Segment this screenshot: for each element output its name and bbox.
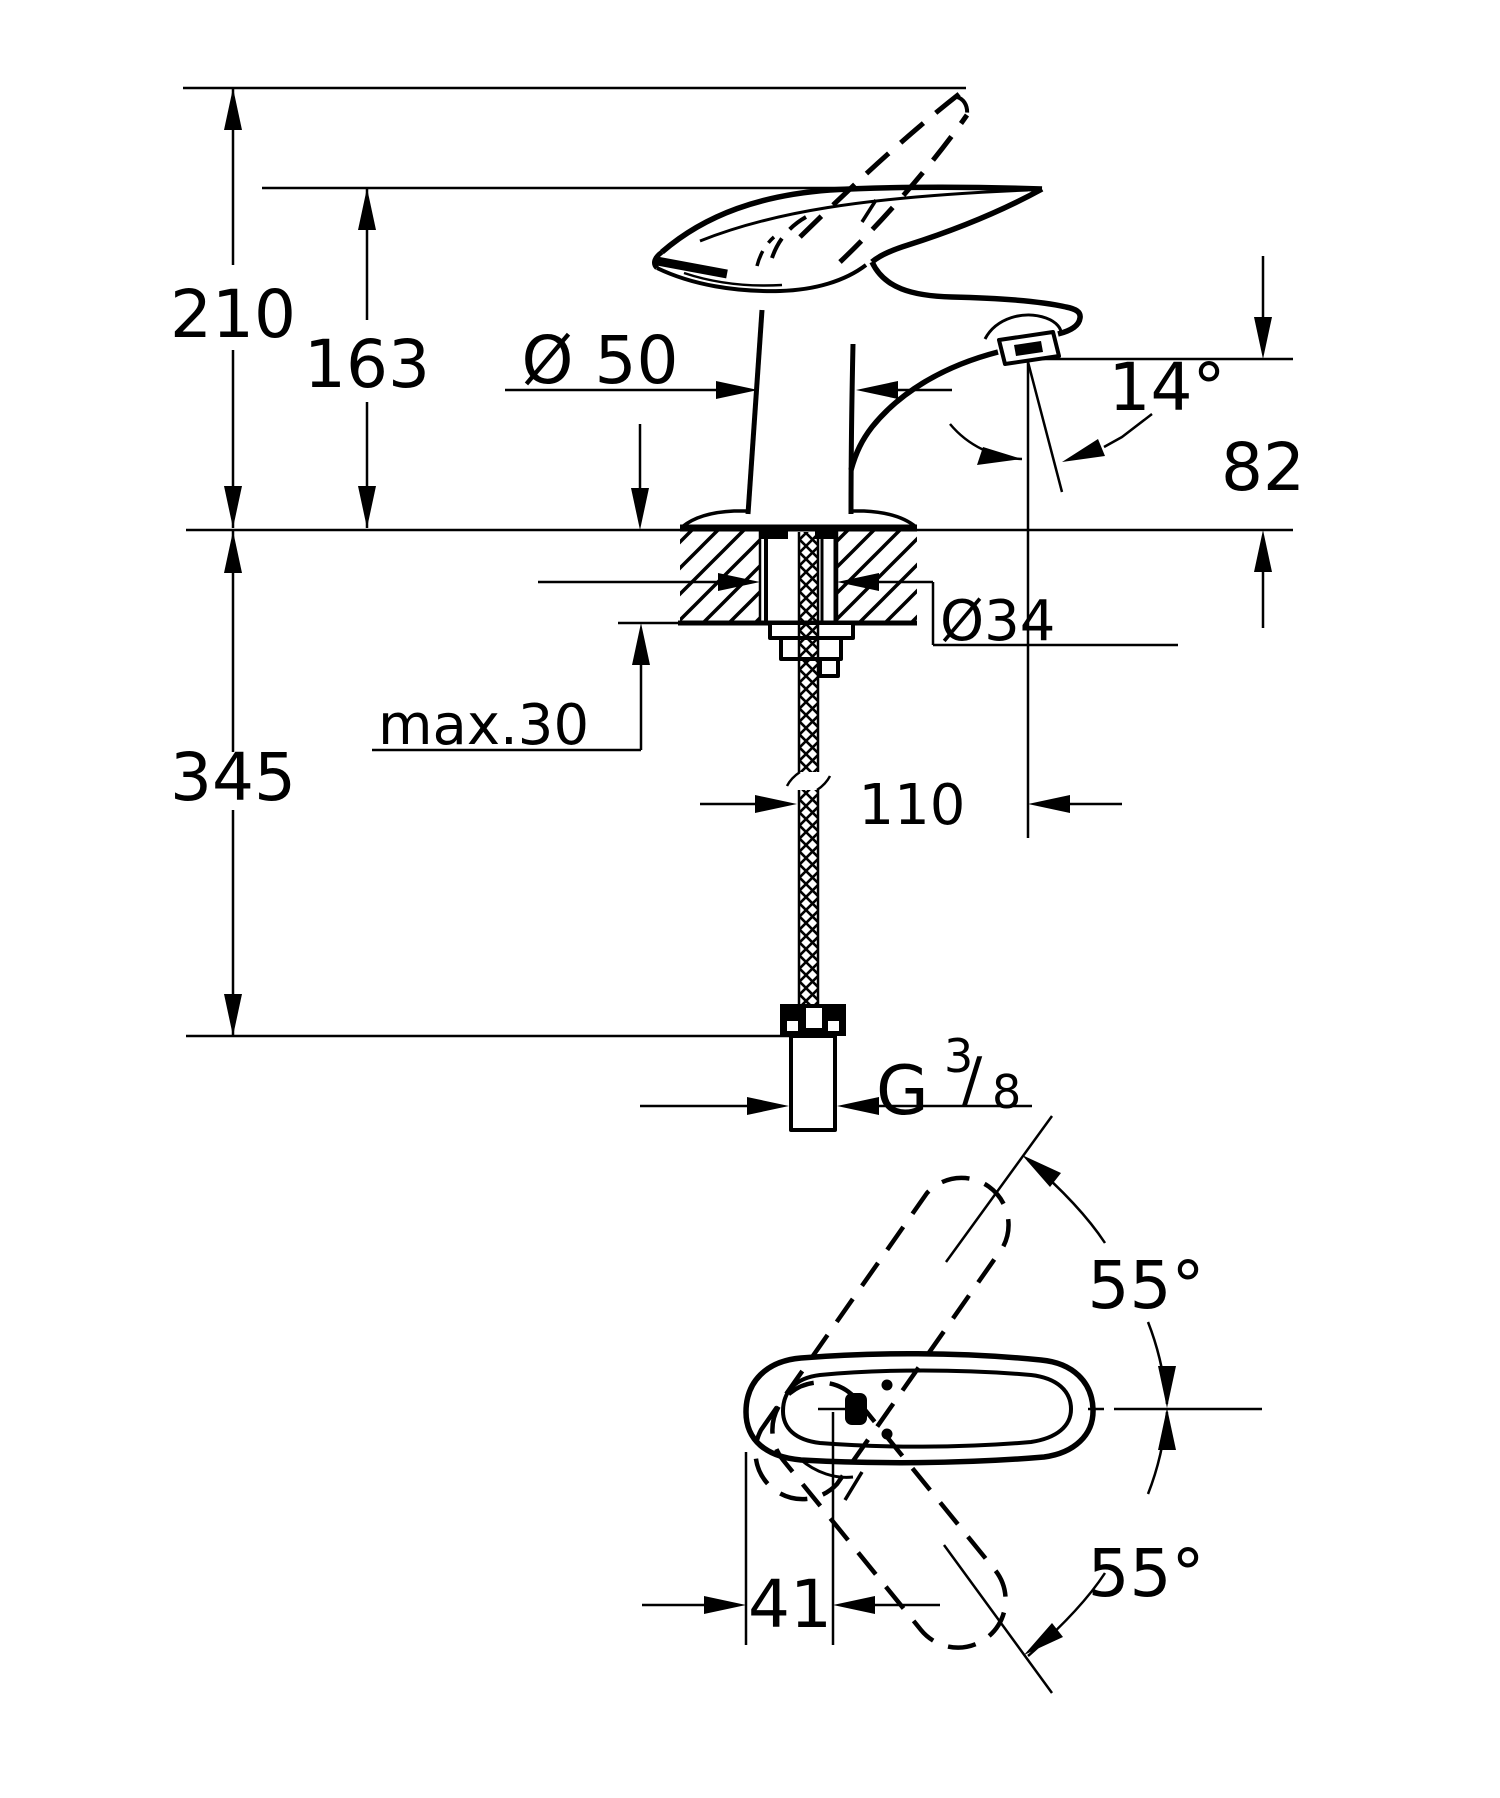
thread-nipple [789, 1034, 837, 1132]
handle-back-end [652, 249, 664, 270]
hose-connector-notch-left [787, 1021, 798, 1031]
dim-345-label: 345 [170, 739, 296, 816]
dashed-cross-tick [860, 199, 878, 223]
handle-underside [870, 186, 1044, 265]
top-view: 55° 55° 41 [642, 1115, 1262, 1694]
top-view-labels: 55° 55° 41 [748, 1247, 1204, 1643]
aerator-slot [1014, 341, 1043, 356]
thread-g-label: G [876, 1052, 929, 1131]
hose-edges [797, 532, 820, 1006]
dim-82-label: 82 [1221, 429, 1305, 506]
thread-num-label: 3 [944, 1029, 973, 1083]
body-side-left [745, 309, 765, 515]
handle-neck-tick [843, 1471, 864, 1501]
thread-slash-label: / [962, 1045, 983, 1115]
dim-163-label: 163 [304, 326, 430, 403]
shank-collar-left [760, 530, 788, 539]
hose-connector-notch-right [828, 1021, 839, 1031]
spout-top-s-curve [869, 260, 1083, 337]
spout-underside [848, 349, 999, 471]
dim-210-label: 210 [170, 276, 296, 353]
dim-55down-label: 55° [1088, 1535, 1205, 1612]
side-view: 210 163 345 Ø 50 14° 82 Ø34 max.30 110 G… [170, 86, 1305, 1132]
dim-d34-label: Ø34 [940, 589, 1055, 654]
top-view-arrowheads [704, 1155, 1176, 1655]
thread-den-label: 8 [992, 1065, 1021, 1119]
shank-collar-right [815, 530, 837, 539]
hose-braid-upper [799, 532, 818, 772]
handle-top-edge [660, 184, 1043, 255]
hose-connector-slot [806, 1008, 822, 1028]
dim-d34-line [538, 580, 1178, 647]
handle-raised-dashed [755, 89, 970, 267]
handle-swung-dashed [753, 1175, 1011, 1650]
dim-max30-label: max.30 [378, 693, 589, 758]
arrowheads [224, 88, 1272, 1115]
spout-angle-slant [1026, 361, 1064, 493]
cap-junction-wedge [656, 256, 728, 279]
swing-down-slant [942, 1544, 1054, 1694]
handle-inner-bevel [699, 188, 1029, 243]
body-side-right [848, 343, 856, 515]
dim-max30-line [372, 424, 643, 752]
base-skirt-left [680, 509, 748, 529]
handle-swung-down [770, 1380, 1008, 1650]
cap-inner-arc [683, 271, 783, 287]
flexible-hose [780, 532, 846, 1132]
dimension-labels: 210 163 345 Ø 50 14° 82 Ø34 max.30 110 G… [170, 276, 1305, 1131]
dashed-back-arc2 [755, 235, 776, 267]
dashed-tip-arc [956, 95, 970, 116]
dim-55up-label: 55° [1088, 1247, 1205, 1324]
hose-break-ticks [785, 770, 832, 792]
hose-braid-lower [799, 790, 818, 1006]
dim-110-label: 110 [859, 773, 966, 838]
cap-outer-arc [656, 263, 868, 294]
handle-neck-line [799, 1457, 854, 1479]
handle-marker-blob [845, 1393, 867, 1425]
handle-inner-outline [781, 1368, 1073, 1449]
hose-fitting-stub [818, 657, 840, 678]
aerator-housing-arc [983, 313, 1063, 340]
dim-41-label: 41 [748, 1566, 832, 1643]
dashed-back-arc [770, 215, 808, 259]
dim-14deg-label: 14° [1109, 349, 1226, 426]
angle-14-leader [1103, 413, 1153, 449]
faucet-outline [652, 184, 1083, 529]
base-skirt-right [851, 509, 918, 529]
dim-d50-label: Ø 50 [522, 322, 679, 399]
handle-dot-top [881, 1379, 893, 1391]
handle-swung-up [753, 1175, 1011, 1502]
swing-up-slant [944, 1115, 1054, 1263]
